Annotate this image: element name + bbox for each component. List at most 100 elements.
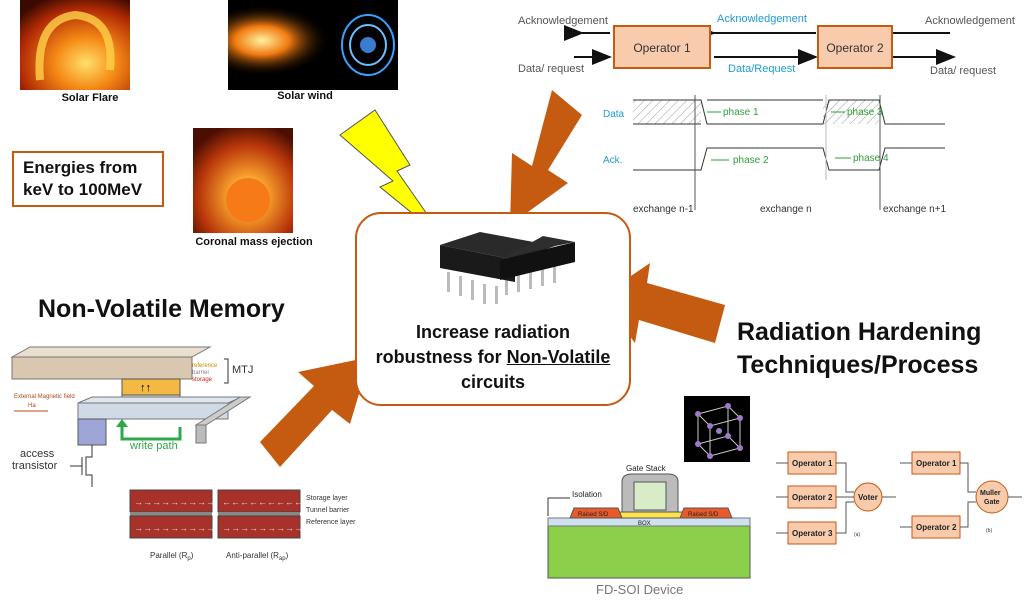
center-line-2-prefix: robustness for bbox=[375, 347, 507, 367]
tunnel-barrier-label: Tunnel barrier bbox=[306, 507, 350, 514]
ack-left-label: Acknowledgement bbox=[518, 15, 608, 27]
svg-text:→→→→→→→→→: →→→→→→→→→ bbox=[134, 497, 215, 507]
ack-mid-label: Acknowledgement bbox=[717, 13, 807, 25]
data-mid-label: Data/Request bbox=[728, 63, 795, 75]
data-hatch-1 bbox=[633, 100, 701, 124]
isolation-label: Isolation bbox=[572, 490, 602, 499]
raised-sd-right-label: Raised S/D bbox=[688, 512, 719, 518]
timing-diagram: Data Ack. phase 1 phase 2 phase 3 phase … bbox=[603, 95, 947, 215]
energy-line-2: keV to 100MeV bbox=[23, 180, 143, 199]
rh-heading-line-1: Radiation Hardening bbox=[737, 318, 982, 346]
timing-data-label: Data bbox=[603, 109, 625, 120]
mtj-label: MTJ bbox=[232, 364, 253, 376]
operator-1-label: Operator 1 bbox=[633, 41, 691, 55]
operator-2-box bbox=[817, 25, 893, 69]
access-label-1: access bbox=[20, 448, 55, 460]
central-goal-box bbox=[355, 212, 631, 406]
arrow-from-handshake-icon bbox=[510, 90, 582, 225]
arrow-from-memory-icon bbox=[260, 357, 370, 467]
up-arrows-icon: ↑↑ bbox=[140, 382, 151, 394]
muller-label-1: Muller bbox=[980, 490, 1001, 497]
exchange-cur-label: exchange n bbox=[760, 204, 812, 215]
exchange-next-label: exchange n+1 bbox=[883, 204, 947, 215]
antiparallel-state: ←←←←←←←←← →→→→→→→→→ bbox=[217, 489, 303, 539]
raised-sd-left-label: Raised S/D bbox=[578, 512, 609, 518]
ext-field-label: External Magnetic field bbox=[14, 394, 75, 400]
antiparallel-label: Anti-parallel (Rap) bbox=[226, 551, 289, 562]
energy-range-box: Energies from keV to 100MeV bbox=[12, 151, 164, 207]
svg-text:→→→→→→→→→: →→→→→→→→→ bbox=[134, 523, 215, 533]
label-reference: reference bbox=[192, 363, 218, 369]
phase-1-label: phase 1 bbox=[723, 107, 759, 118]
center-line-2: robustness for Non-Volatile bbox=[360, 345, 626, 370]
ha-label: Ha bbox=[28, 403, 36, 409]
rh-heading-line-2: Techniques/Process bbox=[737, 351, 979, 379]
timing-ack-label: Ack. bbox=[603, 155, 622, 166]
voter-op2-label: Operator 2 bbox=[792, 493, 833, 502]
ack-waveform bbox=[633, 147, 945, 171]
phase-4-label: phase 4 bbox=[853, 153, 889, 164]
solar-wind-image bbox=[228, 0, 398, 90]
muller-op1-label: Operator 1 bbox=[916, 459, 957, 468]
muller-caption: (b) bbox=[986, 528, 992, 534]
voter-caption: (a) bbox=[854, 532, 860, 538]
access-via bbox=[77, 418, 107, 446]
phase-2-label: phase 2 bbox=[733, 155, 769, 166]
center-line-1: Increase radiation bbox=[415, 322, 571, 342]
storage-layer-label: Storage layer bbox=[306, 495, 348, 502]
handshake-diagram: Acknowledgement Acknowledgement Acknowle… bbox=[518, 13, 1015, 77]
label-storage: storage bbox=[192, 377, 213, 383]
svg-text:→→→→→→→→→: →→→→→→→→→ bbox=[222, 523, 303, 533]
box-label: BOX bbox=[638, 521, 651, 527]
solar-flare-caption: Solar Flare bbox=[61, 92, 119, 104]
muller-circle bbox=[975, 480, 1009, 514]
fdsoi-device-label: FD-SOI Device bbox=[596, 582, 683, 597]
substrate bbox=[547, 525, 751, 579]
mtj-diagram: ↑↑ ↑↓ reference barrier storage MTJ Exte… bbox=[10, 346, 253, 487]
cme-caption: Coronal mass ejection bbox=[195, 236, 313, 248]
parallel-label: Parallel (Rp) bbox=[150, 551, 194, 562]
write-path-arrow bbox=[120, 425, 182, 441]
exchange-prev-label: exchange n-1 bbox=[633, 204, 694, 215]
muller-label-2: Gate bbox=[984, 499, 1000, 506]
operator-1-box bbox=[613, 25, 711, 69]
solar-flare-image bbox=[20, 0, 130, 90]
cme-image bbox=[193, 128, 293, 233]
nvm-heading: Non-Volatile Memory bbox=[38, 295, 285, 323]
parallel-state: →→→→→→→→→ →→→→→→→→→ bbox=[129, 489, 215, 539]
lightning-bolt-icon bbox=[339, 109, 446, 241]
reference-layer-label: Reference layer bbox=[306, 519, 356, 526]
svg-text:←←←←←←←←←: ←←←←←←←←← bbox=[222, 497, 303, 507]
raised-sd-right bbox=[679, 507, 733, 519]
data-left-label: Data/ request bbox=[518, 63, 584, 75]
top-electrode bbox=[10, 346, 212, 358]
center-line-2-underlined: Non-Volatile bbox=[506, 347, 611, 367]
solar-wind-caption: Solar wind bbox=[277, 90, 333, 102]
label-barrier: barrier bbox=[192, 370, 209, 376]
crystal-lattice-image bbox=[684, 396, 750, 462]
access-label-2: transistor bbox=[12, 460, 58, 472]
redundancy-diagram: Operator 1 Operator 2 Operator 3 Voter O… bbox=[776, 451, 1022, 545]
mtj-states-diagram: →→→→→→→→→ →→→→→→→→→ ←←←←←←←←← →→→→→→→→→ … bbox=[129, 489, 356, 562]
reference-layer-block bbox=[121, 378, 181, 396]
energy-line-1: Energies from bbox=[23, 158, 138, 177]
operator-2-label: Operator 2 bbox=[826, 41, 884, 55]
center-line-3: circuits bbox=[460, 372, 526, 392]
bottom-electrode bbox=[77, 396, 243, 404]
fdsoi-diagram: Gate Stack Isolation BOX Raised S/D Rais… bbox=[547, 464, 751, 597]
voter-label: Voter bbox=[858, 493, 878, 502]
ack-right-label: Acknowledgement bbox=[925, 15, 1015, 27]
raised-sd-left bbox=[569, 507, 623, 519]
arrow-from-hardening-icon bbox=[600, 263, 725, 343]
chip-image bbox=[440, 232, 575, 304]
voter-op1-label: Operator 1 bbox=[792, 459, 833, 468]
central-goal-text: Increase radiation robustness for Non-Vo… bbox=[360, 320, 626, 395]
transistor-symbol bbox=[85, 445, 93, 487]
write-path-label: write path bbox=[129, 440, 178, 452]
muller-op2-label: Operator 2 bbox=[916, 523, 957, 532]
gate-stack-label: Gate Stack bbox=[626, 464, 667, 473]
voter-op3-label: Operator 3 bbox=[792, 529, 833, 538]
data-right-label: Data/ request bbox=[930, 65, 996, 77]
phase-3-label: phase 3 bbox=[847, 107, 883, 118]
rh-heading: Radiation Hardening Techniques/Process bbox=[737, 316, 981, 382]
